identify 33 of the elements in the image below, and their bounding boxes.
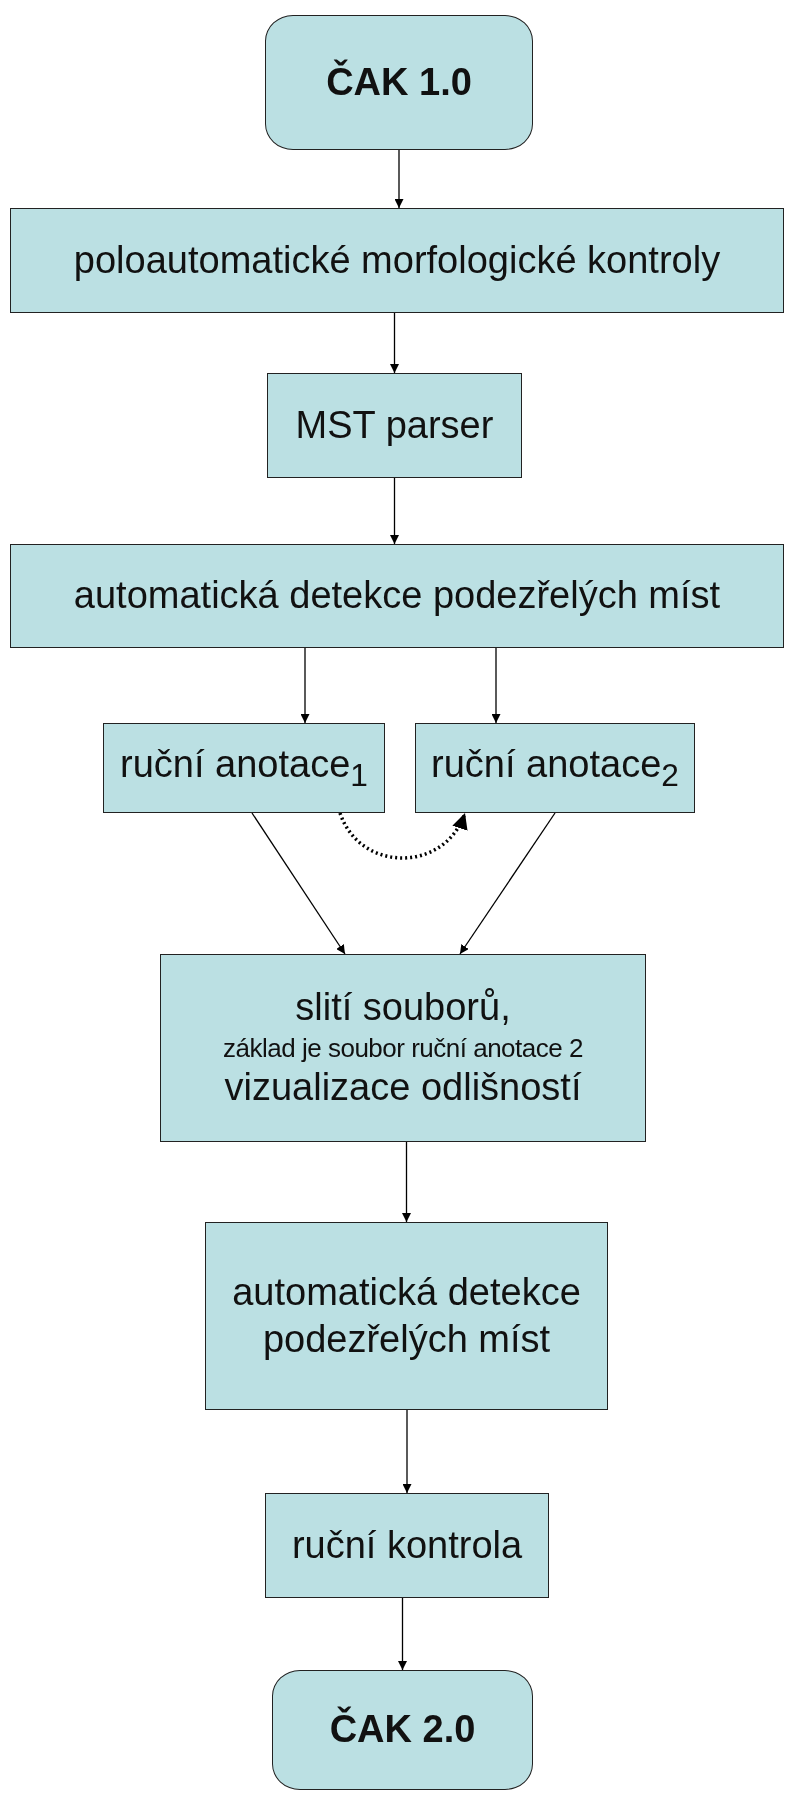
node-label: ruční anotace$_{1}$ (120, 741, 368, 795)
process-box (205, 1222, 608, 1410)
node-label: slití souborů, (295, 985, 511, 1031)
node-label: ČAK 1.0 (326, 58, 472, 105)
node-label: ČAK 2.0 (329, 1706, 476, 1753)
node-label: vizualizace odlišností (224, 1065, 582, 1111)
terminal-box (272, 1670, 533, 1790)
node-label: základ je soubor ruční anotace 2 (223, 1031, 583, 1065)
arrow (402, 1409, 412, 1494)
node-label: MST parser (295, 402, 494, 448)
arrow (402, 1141, 411, 1223)
arrow (390, 312, 399, 374)
process-box (267, 373, 522, 478)
process-box (160, 954, 646, 1142)
node-label: automatická detekce podezřelých míst (231, 1269, 582, 1362)
arrow (300, 647, 310, 724)
node-label: ruční anotace$_{2}$ (431, 741, 679, 795)
arrow (398, 1597, 407, 1671)
process-box (103, 723, 385, 813)
process-box (10, 544, 784, 648)
arrow (390, 477, 399, 545)
arrow (459, 812, 556, 955)
dotted-arrow (338, 812, 467, 860)
process-box (10, 208, 784, 313)
arrow (491, 647, 501, 724)
terminal-box (265, 15, 533, 150)
arrow (251, 812, 346, 955)
process-box (415, 723, 695, 813)
arrow (394, 149, 404, 209)
node-label: automatická detekce podezřelých míst (73, 573, 721, 619)
node-label: ruční kontrola (291, 1522, 523, 1568)
node-label: poloautomatické morfologické kontroly (73, 237, 721, 283)
process-box (265, 1493, 549, 1598)
